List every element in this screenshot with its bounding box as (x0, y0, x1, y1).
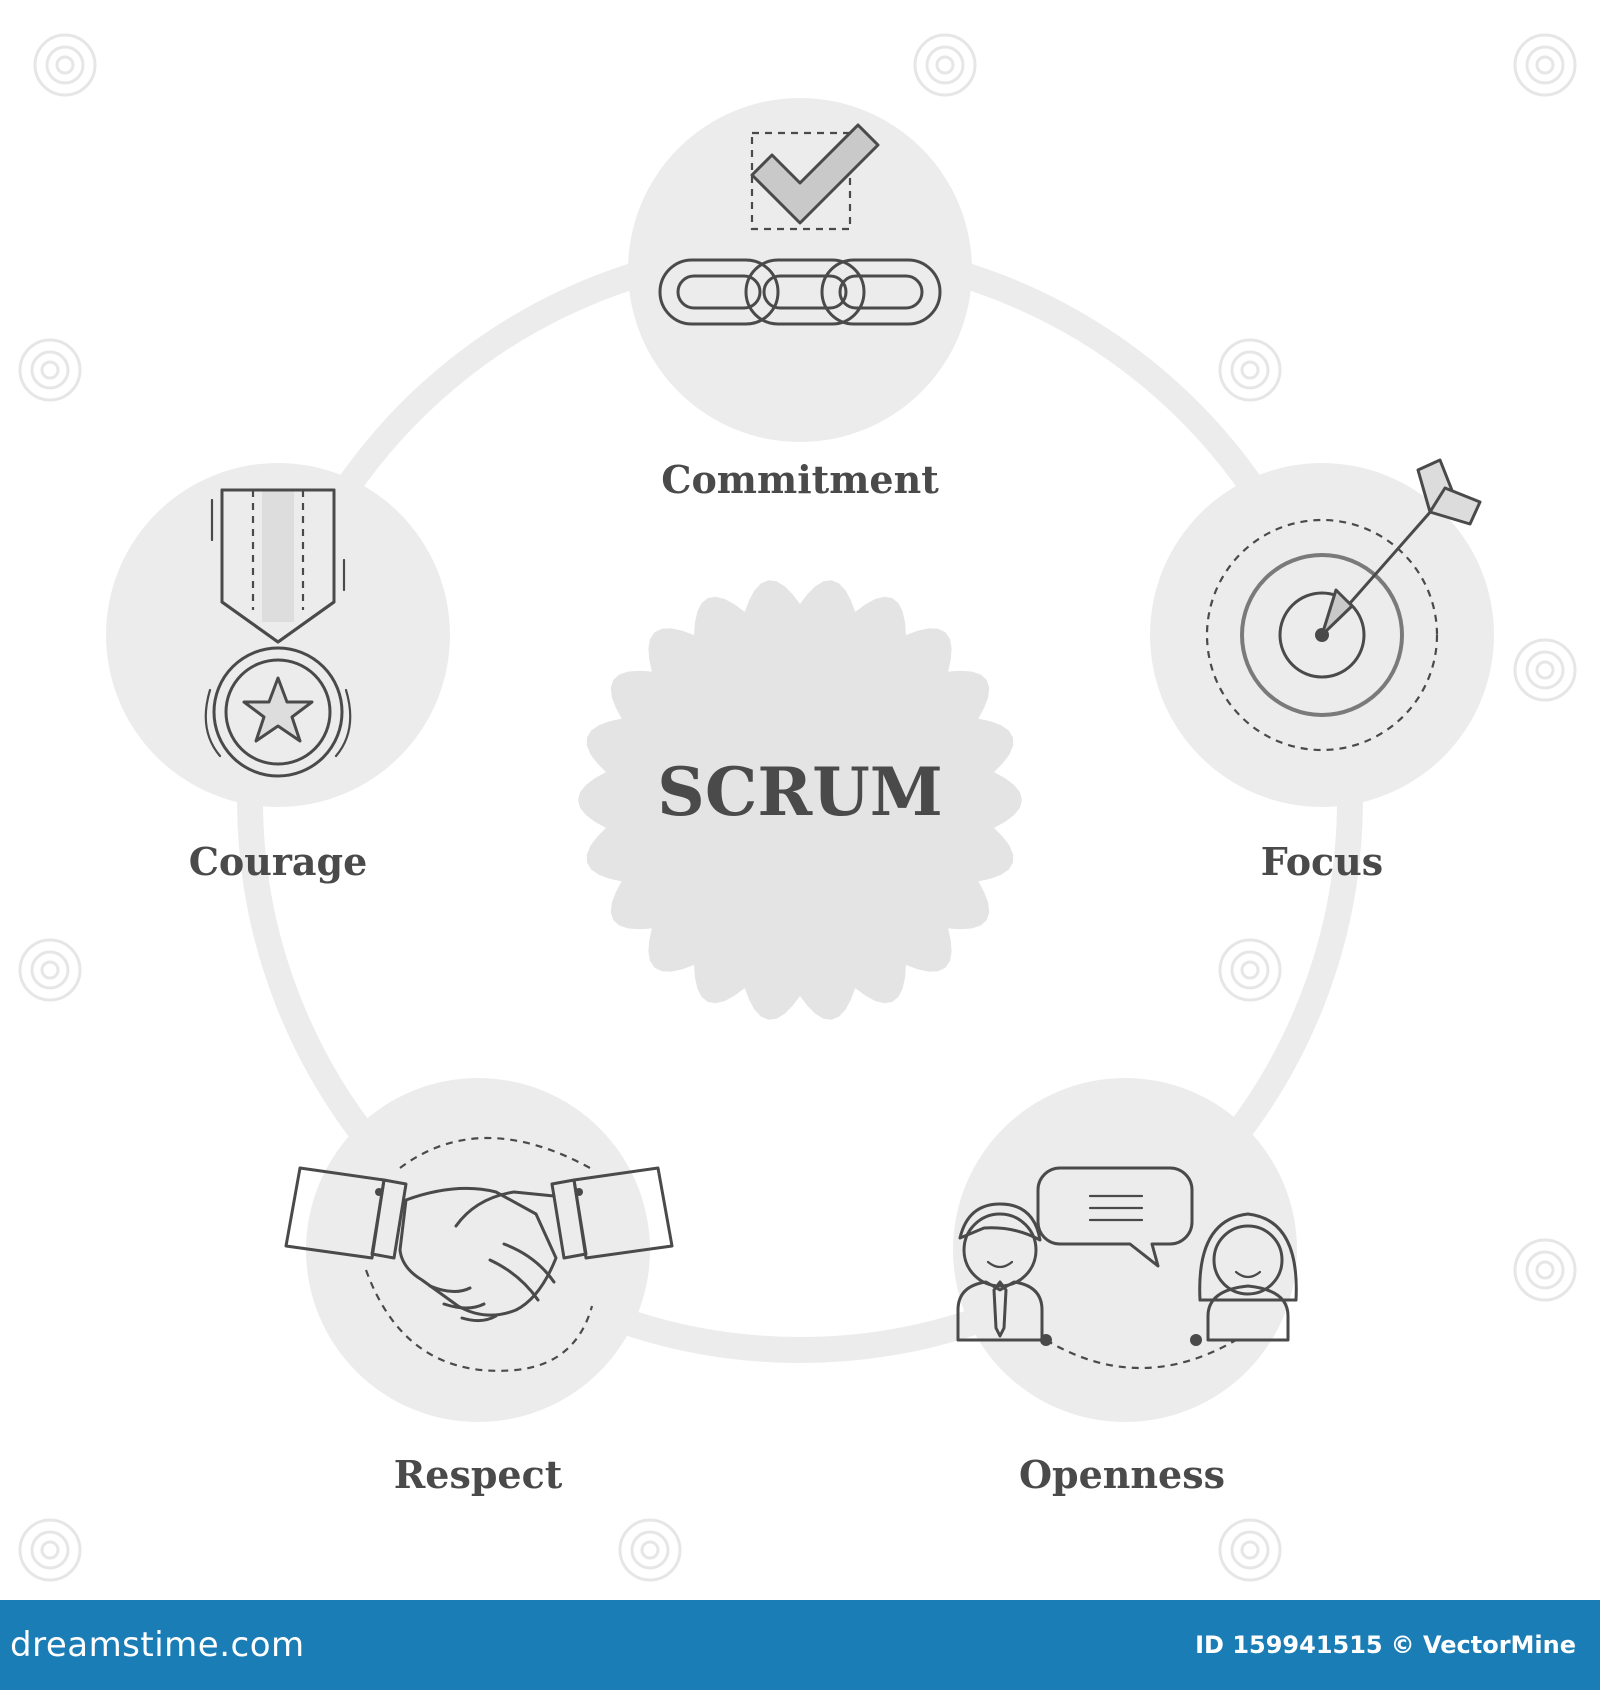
courage-circle (106, 463, 450, 807)
respect-label: Respect (394, 1452, 563, 1497)
center-badge (578, 580, 1022, 1020)
openness-circle (953, 1078, 1297, 1422)
respect-circle (306, 1078, 650, 1422)
focus-label: Focus (1261, 839, 1383, 884)
scrum-values-diagram: SCRUM (18, 33, 1577, 1582)
footer-credit-group: ID 159941515 © VectorMine (1195, 1631, 1576, 1659)
chain-check-icon (658, 123, 942, 326)
image-id: ID 159941515 (1195, 1631, 1383, 1659)
stock-footer-bar: dreamstime.com ID 159941515 © VectorMine (0, 1600, 1600, 1690)
watermark (18, 33, 1577, 1582)
center-title: SCRUM (657, 753, 943, 831)
commitment-circle (628, 98, 972, 442)
courage-label: Courage (189, 839, 368, 884)
conversation-people-icon (956, 1166, 1298, 1369)
openness-label: Openness (1019, 1452, 1225, 1497)
target-arrow-icon (1205, 458, 1482, 752)
commitment-label: Commitment (661, 457, 939, 502)
author-credit: © VectorMine (1390, 1631, 1576, 1659)
handshake-icon (284, 1137, 674, 1372)
medal-icon (204, 488, 352, 778)
footer-logo: dreamstime.com (10, 1625, 305, 1665)
